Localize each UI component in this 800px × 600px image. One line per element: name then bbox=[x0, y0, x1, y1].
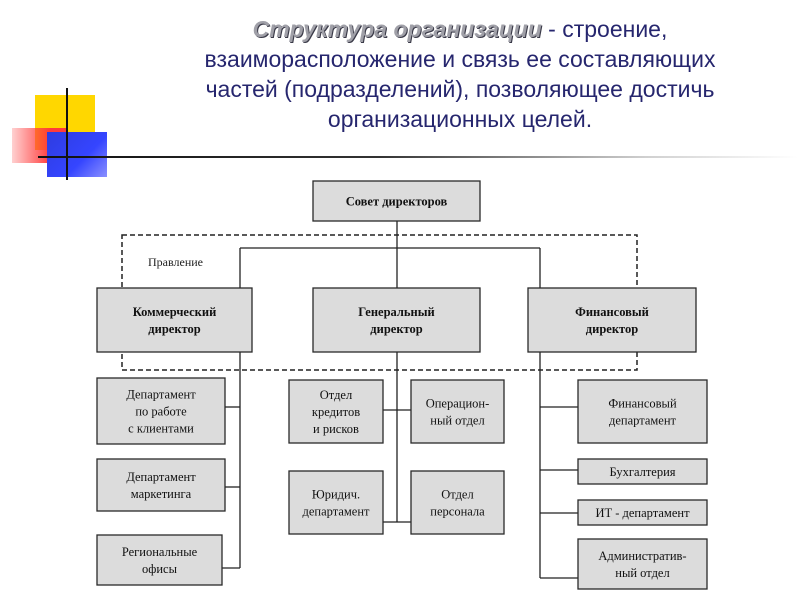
general-director-box-label: директор bbox=[370, 322, 422, 336]
personnel-department-box: Отдел персонала bbox=[410, 470, 505, 535]
client-department-box-frame bbox=[96, 377, 226, 445]
regional-offices-box-label: офисы bbox=[142, 562, 178, 576]
marketing-department-box: Департамент маркетинга bbox=[96, 458, 226, 512]
client-department-box-label: с клиентами bbox=[128, 422, 194, 436]
finance-department-box-frame bbox=[577, 379, 708, 444]
admin-department-box-label: ный отдел bbox=[615, 566, 669, 580]
financial-director-box-frame bbox=[527, 287, 697, 353]
credits-risks-department-box-frame bbox=[288, 379, 384, 444]
operations-department-box: Операцион-ный отдел bbox=[410, 379, 505, 444]
decor-blue-square bbox=[47, 132, 107, 177]
credits-risks-department-box-label: кредитов bbox=[312, 405, 360, 419]
financial-director-box: Финансовый директор bbox=[527, 287, 697, 353]
client-department-box-label: Департамент bbox=[126, 388, 196, 402]
operations-department-box-label: Операцион- bbox=[426, 397, 490, 411]
general-director-box-label: Генеральный bbox=[358, 305, 434, 319]
marketing-department-box-label: Департамент bbox=[126, 470, 196, 484]
finance-department-box-label: департамент bbox=[609, 414, 677, 428]
finance-department-box: Финансовый департамент bbox=[577, 379, 708, 444]
legal-department-box: Юридич. департамент bbox=[288, 470, 384, 535]
it-department-box-label: ИТ - департамент bbox=[595, 506, 690, 520]
operations-department-box-label: ный отдел bbox=[430, 414, 484, 428]
management-label: Правление bbox=[148, 255, 203, 269]
regional-offices-box-label: Региональные bbox=[122, 545, 198, 559]
accounting-box-label: Бухгалтерия bbox=[609, 465, 675, 479]
board-of-directors-box-frame bbox=[312, 180, 481, 222]
title-line-2: взаиморасположение и связь ее составляющ… bbox=[204, 46, 716, 72]
commercial-director-box-frame bbox=[96, 287, 253, 353]
it-department-box: ИТ - департамент bbox=[577, 499, 708, 526]
admin-department-box-label: Административ- bbox=[598, 549, 686, 563]
client-department-box-label: по работе bbox=[135, 405, 187, 419]
marketing-department-box-label: маркетинга bbox=[131, 487, 192, 501]
title-line-3: частей (подразделений), позволяющее дост… bbox=[205, 76, 715, 102]
finance-department-box-label: Финансовый bbox=[608, 397, 677, 411]
connectors bbox=[222, 221, 578, 579]
personnel-department-box-label: Отдел bbox=[441, 488, 473, 502]
credits-risks-department-box-label: и рисков bbox=[313, 422, 359, 436]
operations-department-box-frame bbox=[410, 379, 505, 444]
accounting-box-frame bbox=[577, 458, 708, 485]
board-of-directors-box-label: Совет директоров bbox=[346, 195, 448, 209]
legal-department-box-frame bbox=[288, 470, 384, 535]
financial-director-box-label: директор bbox=[586, 322, 638, 336]
title-line-1: Структура организации - строение, bbox=[150, 14, 770, 44]
marketing-department-box-frame bbox=[96, 458, 226, 512]
decor-horizontal-line bbox=[38, 156, 798, 158]
decor-vertical-line bbox=[66, 88, 68, 180]
title-line-4: организационных целей. bbox=[327, 106, 593, 132]
credits-risks-department-box: Отдел кредитов и рисков bbox=[288, 379, 384, 444]
title-line-1-rest: - строение, bbox=[541, 16, 668, 42]
legal-department-box-label: департамент bbox=[302, 505, 370, 519]
accounting-box: Бухгалтерия bbox=[577, 458, 708, 485]
admin-department-box-frame bbox=[577, 538, 708, 590]
general-director-box-frame bbox=[312, 287, 481, 353]
commercial-director-box: Коммерческий директор bbox=[96, 287, 253, 353]
slide-title: Структура организации - строение, взаимо… bbox=[150, 14, 770, 134]
client-department-box: Департамент по работе с клиентами bbox=[96, 377, 226, 445]
financial-director-box-label: Финансовый bbox=[575, 305, 649, 319]
title-term: Структура организации bbox=[252, 16, 542, 42]
legal-department-box-label: Юридич. bbox=[312, 488, 360, 502]
regional-offices-box-frame bbox=[96, 534, 223, 586]
regional-offices-box: Региональные офисы bbox=[96, 534, 223, 586]
it-department-box-frame bbox=[577, 499, 708, 526]
board-of-directors-box: Совет директоров bbox=[312, 180, 481, 222]
admin-department-box: Административ-ный отдел bbox=[577, 538, 708, 590]
personnel-department-box-label: персонала bbox=[430, 505, 485, 519]
commercial-director-box-label: директор bbox=[148, 322, 200, 336]
credits-risks-department-box-label: Отдел bbox=[320, 388, 352, 402]
general-director-box: Генеральный директор bbox=[312, 287, 481, 353]
personnel-department-box-frame bbox=[410, 470, 505, 535]
commercial-director-box-label: Коммерческий bbox=[133, 305, 217, 319]
